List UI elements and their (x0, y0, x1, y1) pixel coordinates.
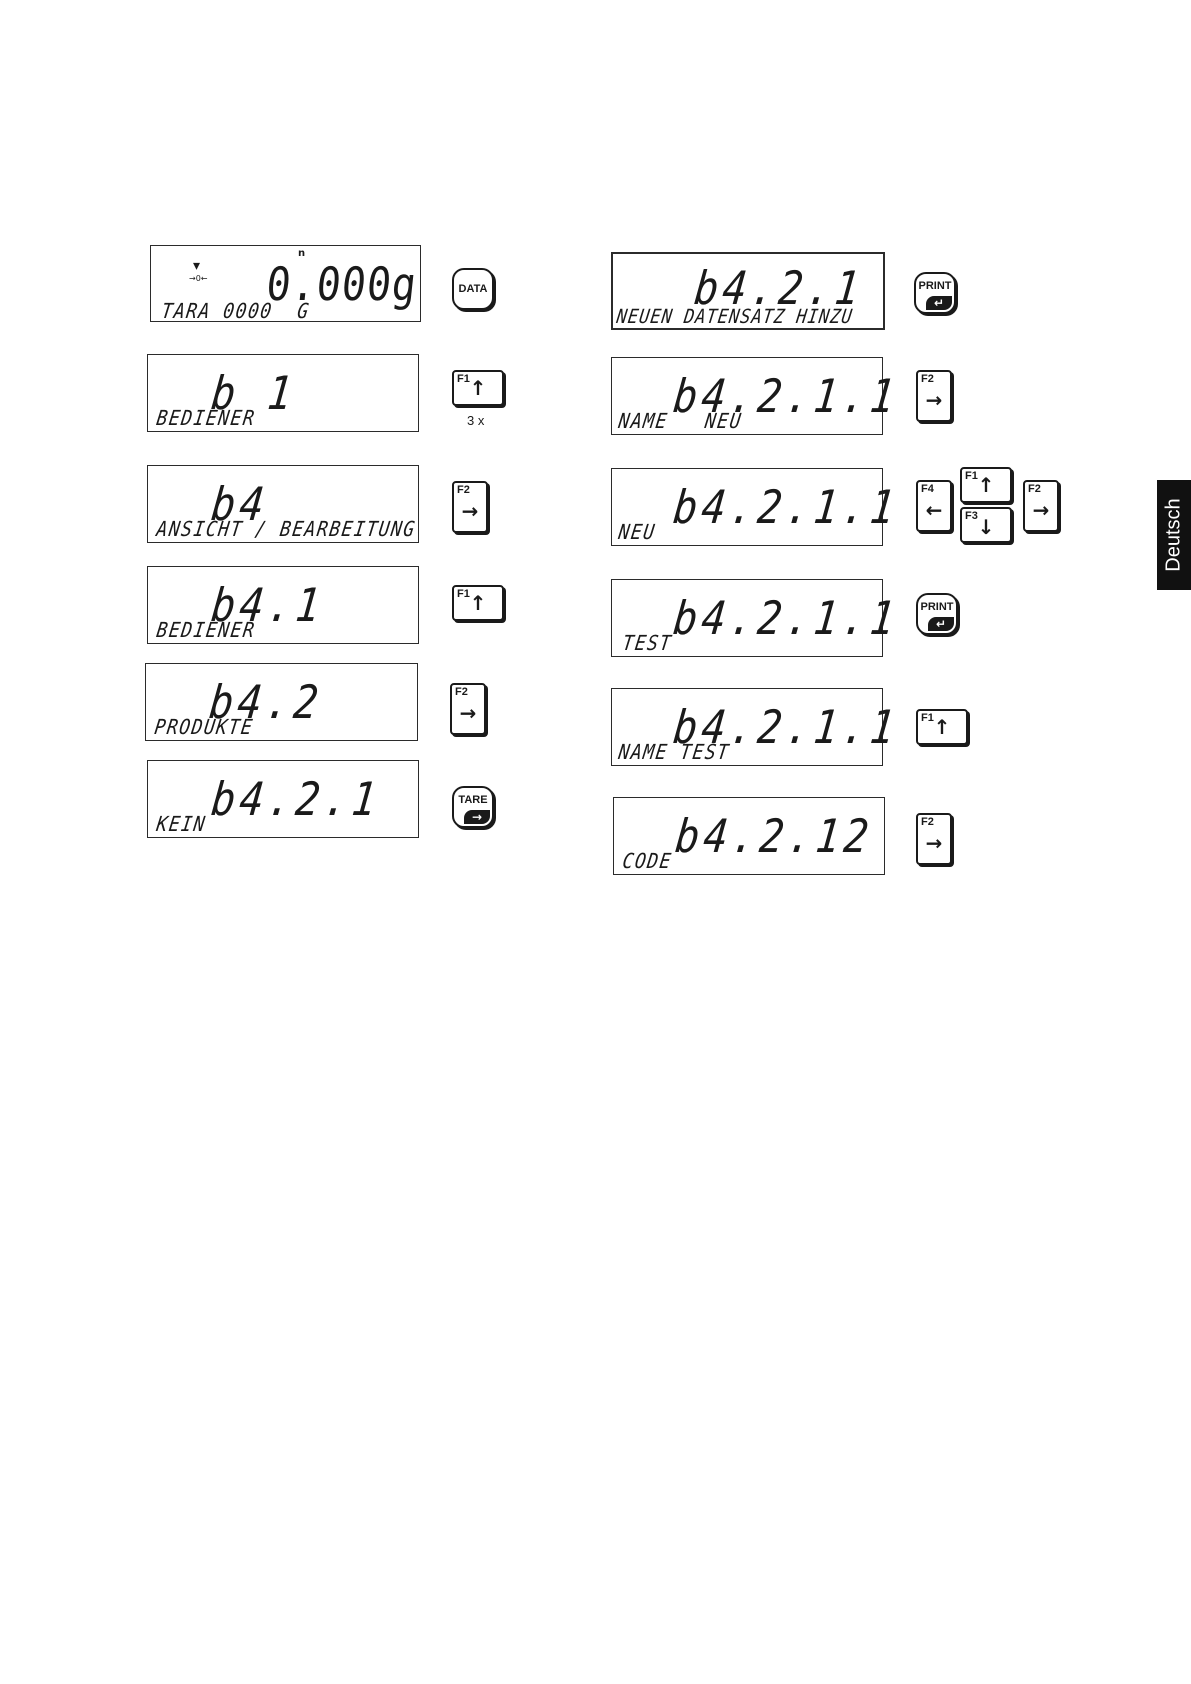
f1-up-key[interactable]: F1 ↑ (960, 467, 1012, 503)
display-sub-text: NAME TEST (616, 740, 732, 765)
display-name-new: b4.2.1.1 NAME NEU (611, 357, 901, 435)
f2-label: F2 (1028, 483, 1041, 495)
language-tab: Deutsch (1157, 480, 1191, 590)
tare-key[interactable]: TARE → (452, 786, 494, 828)
zero-icon: →0← (189, 274, 208, 283)
language-tab-label: Deutsch (1162, 498, 1185, 572)
print-key-label: PRINT (918, 280, 952, 292)
f2-right-key[interactable]: F2 → (1023, 480, 1059, 532)
f1-up-key[interactable]: F1 ↑ (916, 709, 968, 745)
f2-right-key[interactable]: F2 → (450, 683, 486, 735)
display-tara: ▾ →0← n 0.000g TARA 0000 G (150, 245, 421, 324)
print-key-label: PRINT (920, 601, 954, 613)
f1-label: F1 (965, 470, 978, 482)
display-sub-text: BEDIENER (154, 618, 258, 643)
display-sub-text: KEIN (154, 812, 208, 837)
display-b4: b4 ANSICHT / BEARBEITUNG (147, 465, 419, 543)
display-sub-text: NEU (616, 520, 658, 545)
f4-label: F4 (921, 483, 934, 495)
display-b4-1: b4.1 BEDIENER (147, 566, 419, 644)
display-main-value: b4.2.1 (208, 773, 383, 827)
display-sub-text: NEUEN DATENSATZ HINZU (615, 305, 855, 329)
f1-label: F1 (457, 373, 470, 385)
f1-up-key[interactable]: F1 ↑ (452, 585, 504, 621)
stability-icon: ▾ (193, 258, 201, 274)
arrow-up-icon: ↑ (933, 715, 951, 739)
display-b1: b 1 BEDIENER (147, 354, 419, 432)
print-key[interactable]: PRINT ↵ (916, 593, 958, 635)
f2-label: F2 (457, 484, 470, 496)
f4-left-key[interactable]: F4 ← (916, 480, 952, 532)
enter-icon: ↵ (926, 296, 952, 310)
arrow-right-icon: → (464, 810, 490, 824)
print-key[interactable]: PRINT ↵ (914, 272, 956, 314)
display-add-record: b4.2.1 NEUEN DATENSATZ HINZU (611, 252, 885, 330)
display-sub-text: TEST (620, 631, 674, 656)
arrow-right-icon: → (925, 388, 943, 412)
data-key-label: DATA (458, 283, 488, 295)
arrow-left-icon: ← (925, 498, 943, 522)
display-sub-text: PRODUKTE (152, 715, 256, 740)
arrow-right-icon: → (1032, 498, 1050, 522)
display-sub-text: TARA 0000 G (159, 299, 312, 324)
f2-label: F2 (921, 816, 934, 828)
f1-label: F1 (921, 712, 934, 724)
display-b4-2-1: b4.2.1 KEIN (147, 760, 419, 838)
display-sub-text: CODE (620, 849, 674, 874)
f1-label: F1 (457, 588, 470, 600)
arrow-down-icon: ↓ (977, 515, 995, 539)
enter-icon: ↵ (928, 617, 954, 631)
tare-key-label: TARE (458, 794, 488, 806)
arrow-right-icon: → (459, 701, 477, 725)
arrow-up-icon: ↑ (977, 473, 995, 497)
display-main-value: b4.2.1.1 (670, 481, 902, 535)
f3-down-key[interactable]: F3 ↓ (960, 507, 1012, 543)
arrow-right-icon: → (461, 499, 479, 523)
arrow-right-icon: → (925, 831, 943, 855)
display-sub-text: ANSICHT / BEARBEITUNG (154, 517, 418, 542)
display-test: b4.2.1.1 TEST (611, 579, 901, 657)
arrow-up-icon: ↑ (469, 376, 487, 400)
display-new: b4.2.1.1 NEU (611, 468, 901, 546)
display-sub-text: BEDIENER (154, 406, 258, 431)
f2-label: F2 (921, 373, 934, 385)
f2-right-key[interactable]: F2 → (916, 813, 952, 865)
f2-label: F2 (455, 686, 468, 698)
display-sub-text: NAME NEU (616, 409, 744, 434)
press-count-caption: 3 x (467, 413, 485, 428)
net-icon: n (298, 248, 306, 259)
f2-right-key[interactable]: F2 → (452, 481, 488, 533)
display-b4-2: b4.2 PRODUKTE (145, 663, 418, 741)
display-code: b4.2.12 CODE (613, 797, 885, 875)
f1-up-key[interactable]: F1 ↑ (452, 370, 504, 406)
data-key[interactable]: DATA (452, 268, 494, 310)
display-name-test: b4.2.1.1 NAME TEST (611, 688, 901, 766)
f3-label: F3 (965, 510, 978, 522)
f2-right-key[interactable]: F2 → (916, 370, 952, 422)
display-main-value: b4.2.1.1 (670, 592, 902, 646)
display-main-value: b4.2.12 (672, 810, 875, 864)
arrow-up-icon: ↑ (469, 591, 487, 615)
